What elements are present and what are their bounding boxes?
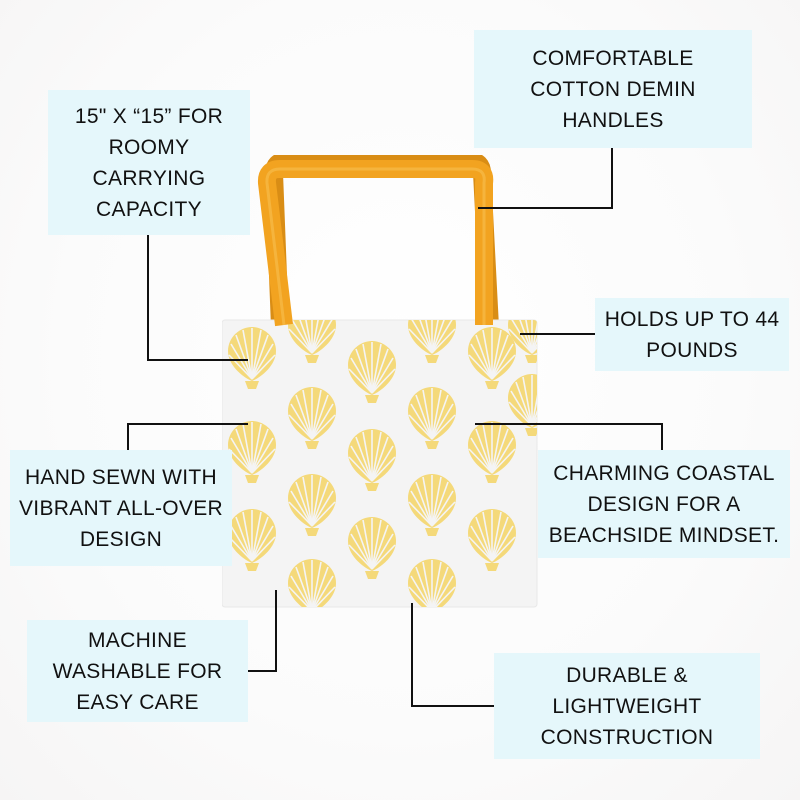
tote-bag-icon: [222, 155, 538, 608]
coastal-callout: CHARMING COASTAL DESIGN FOR A BEACHSIDE …: [538, 450, 790, 558]
durable-callout-text: DURABLE & LIGHTWEIGHT CONSTRUCTION: [540, 663, 714, 749]
coastal-callout-text: CHARMING COASTAL DESIGN FOR A BEACHSIDE …: [548, 461, 780, 547]
durable-callout: DURABLE & LIGHTWEIGHT CONSTRUCTION: [494, 653, 760, 759]
washable-callout: MACHINE WASHABLE FOR EASY CARE: [27, 620, 248, 722]
handles-callout: COMFORTABLE COTTON DEMIN HANDLES: [474, 30, 752, 148]
size-callout-text: 15" X “15” FOR ROOMY CARRYING CAPACITY: [74, 104, 224, 221]
washable-callout-text: MACHINE WASHABLE FOR EASY CARE: [52, 628, 223, 714]
sewn-callout-text: HAND SEWN WITH VIBRANT ALL-OVER DESIGN: [19, 465, 223, 551]
handles-callout-text: COMFORTABLE COTTON DEMIN HANDLES: [530, 46, 696, 132]
sewn-callout: HAND SEWN WITH VIBRANT ALL-OVER DESIGN: [10, 450, 232, 566]
weight-callout: HOLDS UP TO 44 POUNDS: [595, 298, 789, 371]
size-callout: 15" X “15” FOR ROOMY CARRYING CAPACITY: [48, 90, 250, 235]
weight-callout-text: HOLDS UP TO 44 POUNDS: [604, 307, 780, 362]
